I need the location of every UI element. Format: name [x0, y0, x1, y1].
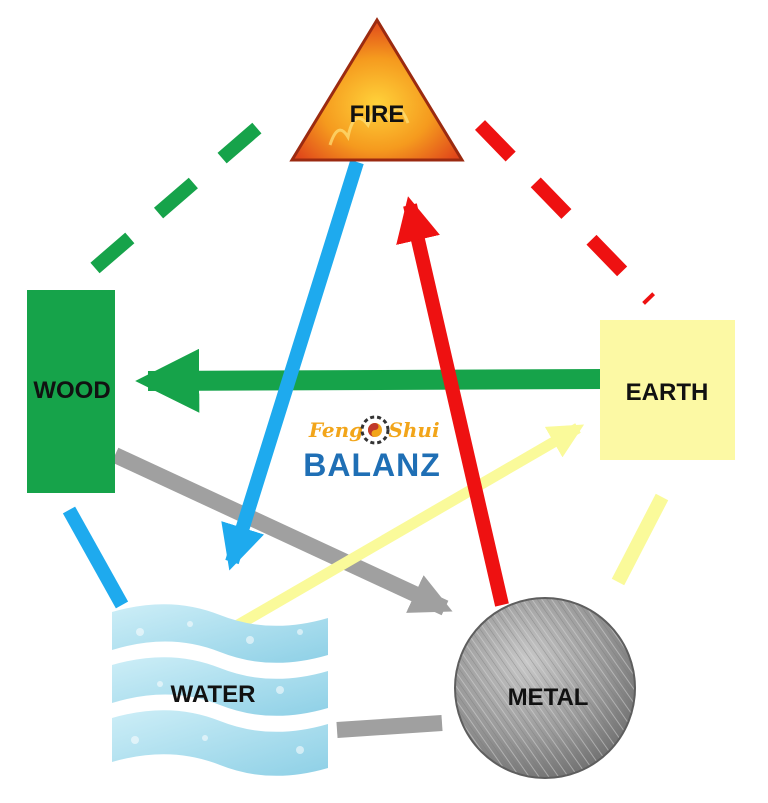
- metal-to-fire-arrow: [396, 196, 509, 607]
- wood-node: WOOD: [27, 290, 115, 493]
- water-wave-1: [112, 604, 328, 663]
- wood-to-metal-arrow: [111, 447, 453, 616]
- metal-rim: [454, 597, 636, 779]
- water-label: WATER: [171, 681, 256, 708]
- wood-rect: [27, 290, 115, 493]
- logo-script-left: Feng: [308, 418, 363, 442]
- gen-metal-water-dash: [336, 715, 443, 738]
- fire-triangle: [289, 17, 465, 162]
- fire-node: FIRE: [289, 17, 465, 162]
- water-droplets: [131, 621, 304, 754]
- metal-brushed-texture: [455, 598, 635, 778]
- logo-script-right: Shui: [388, 418, 439, 442]
- gen-wood-fire-dash: [90, 109, 277, 274]
- metal-label: METAL: [508, 684, 589, 711]
- controlling-cycle: [111, 159, 606, 630]
- brand-logo: Feng Shui BALANZ: [303, 415, 441, 483]
- earth-to-wood-arrow: [135, 348, 606, 413]
- wood-label: WOOD: [33, 377, 110, 404]
- water-node: WATER: [112, 604, 328, 776]
- earth-rect: [600, 320, 735, 460]
- flame-texture: [328, 107, 410, 146]
- earth-label: EARTH: [626, 379, 709, 406]
- metal-node: METAL: [454, 597, 636, 779]
- gen-water-wood-dash: [62, 506, 129, 609]
- water-wave-2: [112, 657, 328, 716]
- logo-main: BALANZ: [303, 447, 441, 483]
- earth-node: EARTH: [600, 320, 735, 460]
- fire-to-water-arrow: [221, 159, 364, 571]
- water-to-earth-arrow: [235, 423, 585, 630]
- generating-cycle: [62, 109, 669, 738]
- bagua-icon: [360, 415, 390, 445]
- water-wave-3: [112, 710, 328, 776]
- gen-fire-earth-dash: [474, 120, 656, 305]
- gen-earth-metal-dash: [611, 493, 669, 586]
- fire-label: FIRE: [350, 101, 405, 128]
